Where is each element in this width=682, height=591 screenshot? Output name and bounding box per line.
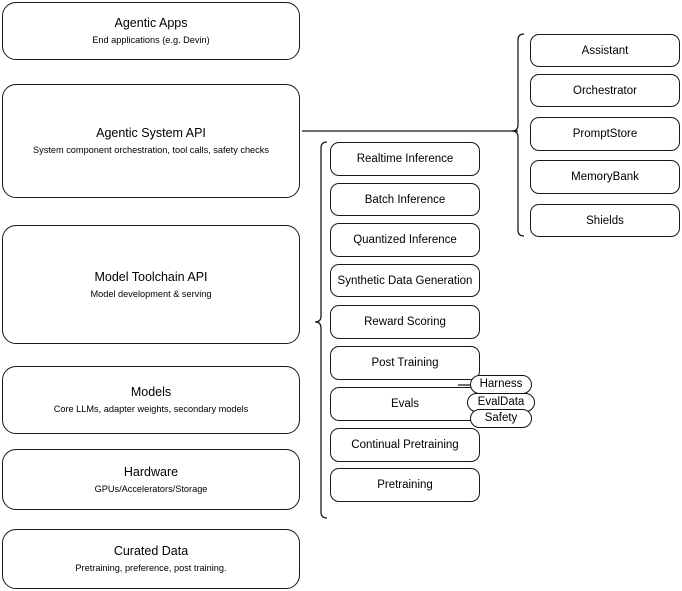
layer-subtitle: Pretraining, preference, post training. (75, 563, 227, 573)
agentic-component-memorybank[interactable]: MemoryBank (530, 160, 680, 194)
toolchain-item-label: Realtime Inference (356, 153, 454, 165)
toolchain-item-label: Synthetic Data Generation (337, 274, 473, 287)
layer-model-toolchain-api[interactable]: Model Toolchain API Model development & … (2, 225, 300, 344)
layer-hardware[interactable]: Hardware GPUs/Accelerators/Storage (2, 449, 300, 510)
agentic-component-orchestrator[interactable]: Orchestrator (530, 74, 680, 107)
layer-title: Models (130, 385, 172, 399)
layer-subtitle: GPUs/Accelerators/Storage (94, 483, 208, 494)
agentic-component-label: PromptStore (572, 128, 638, 140)
toolchain-bracket (314, 141, 328, 519)
eval-pill-safety[interactable]: Safety (470, 409, 532, 428)
toolchain-item-evals[interactable]: Evals (330, 387, 480, 421)
eval-pill-label: EvalData (477, 396, 525, 408)
layer-agentic-system-api[interactable]: Agentic System API System component orch… (2, 84, 300, 198)
toolchain-item-label: Pretraining (377, 479, 433, 491)
toolchain-item-realtime-inference[interactable]: Realtime Inference (330, 142, 480, 176)
toolchain-item-continual-pretraining[interactable]: Continual Pretraining (330, 428, 480, 462)
eval-pill-harness[interactable]: Harness (470, 375, 532, 394)
agentic-component-label: MemoryBank (571, 171, 639, 183)
layer-title: Model Toolchain API (94, 269, 208, 284)
toolchain-item-synthetic-data-generation[interactable]: Synthetic Data Generation (330, 264, 480, 297)
agentic-component-shields[interactable]: Shields (530, 204, 680, 237)
eval-pill-label: Safety (484, 412, 518, 424)
toolchain-item-label: Reward Scoring (364, 316, 446, 328)
toolchain-item-label: Batch Inference (364, 193, 446, 206)
toolchain-item-label: Evals (390, 398, 420, 410)
layer-title: Agentic Apps (114, 16, 188, 30)
agentic-component-label: Assistant (581, 44, 629, 57)
layer-title: Hardware (123, 464, 179, 479)
toolchain-item-reward-scoring[interactable]: Reward Scoring (330, 305, 480, 339)
layer-subtitle: System component orchestration, tool cal… (33, 145, 269, 155)
toolchain-item-label: Post Training (371, 357, 439, 369)
layer-agentic-apps[interactable]: Agentic Apps End applications (e.g. Devi… (2, 2, 300, 60)
agentic-component-label: Orchestrator (573, 84, 637, 97)
toolchain-item-label: Quantized Inference (353, 234, 457, 246)
layer-title: Curated Data (113, 544, 189, 558)
layer-title: Agentic System API (96, 126, 206, 140)
toolchain-item-batch-inference[interactable]: Batch Inference (330, 183, 480, 216)
layer-subtitle: Core LLMs, adapter weights, secondary mo… (53, 404, 249, 414)
agentic-component-promptstore[interactable]: PromptStore (530, 117, 680, 151)
layer-models[interactable]: Models Core LLMs, adapter weights, secon… (2, 366, 300, 434)
agentic-system-bracket (511, 33, 525, 237)
layer-subtitle: End applications (e.g. Devin) (92, 35, 210, 45)
toolchain-item-quantized-inference[interactable]: Quantized Inference (330, 223, 480, 257)
toolchain-item-label: Continual Pretraining (351, 439, 459, 451)
eval-pill-evaldata[interactable]: EvalData (467, 393, 535, 412)
toolchain-item-pretraining[interactable]: Pretraining (330, 468, 480, 502)
agentic-component-assistant[interactable]: Assistant (530, 34, 680, 67)
toolchain-item-post-training[interactable]: Post Training (330, 346, 480, 380)
agentic-component-label: Shields (586, 214, 624, 227)
eval-pill-label: Harness (479, 378, 523, 390)
layer-subtitle: Model development & serving (90, 288, 212, 299)
layer-curated-data[interactable]: Curated Data Pretraining, preference, po… (2, 529, 300, 589)
